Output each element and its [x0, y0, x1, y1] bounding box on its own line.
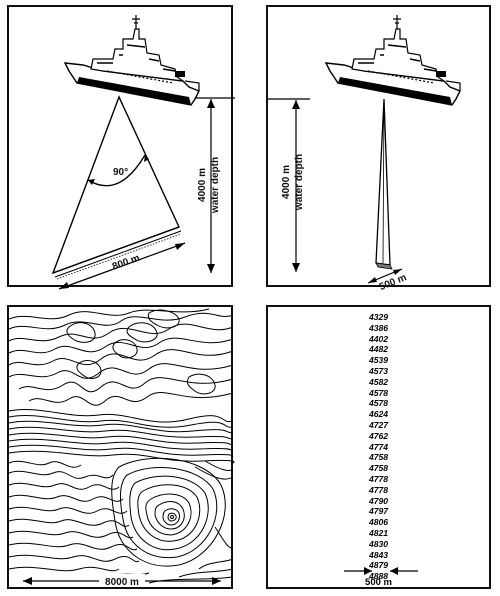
ship-icon: [324, 15, 461, 106]
depth-sounding: 4830: [368, 538, 389, 549]
contour-map-panel: 8000 m: [7, 305, 235, 589]
swath-width-line: [58, 242, 186, 290]
angle-arc: [87, 154, 146, 187]
multibeam-diagram: 90° 4000 m water depth 800 m: [51, 15, 235, 290]
depth-sounding: 4879: [368, 560, 389, 571]
depth-sounding: 4386: [368, 322, 389, 333]
depth-sounding: 4888: [368, 571, 389, 582]
depth-sounding: 4778: [368, 473, 389, 484]
depth-sounding: 4624: [368, 409, 389, 420]
depth-label: 4000 m: [197, 168, 208, 202]
contour-lines: [8, 308, 235, 584]
depth-sounding: 4329: [368, 312, 389, 322]
contour-map: 8000 m: [8, 308, 235, 588]
singlebeam-diagram: 4000 m water depth 500 m: [268, 15, 461, 293]
depth-sounding: 4758: [368, 452, 389, 463]
depth-sounding: 4806: [368, 517, 389, 528]
seafloor-hatch: [52, 226, 182, 280]
depth-sounding: 4402: [368, 333, 389, 344]
swath-label: 800 m: [111, 253, 142, 273]
depth-label: 4000 m: [281, 165, 292, 199]
depth-sounding: 4578: [368, 387, 389, 398]
depth-sublabel: water depth: [294, 154, 305, 211]
depth-sounding: 4582: [368, 376, 389, 387]
depth-sounding: 4778: [368, 484, 389, 495]
multibeam-panel: 90° 4000 m water depth 800 m: [7, 5, 235, 290]
footprint-label: 500 m: [378, 272, 409, 293]
depth-sounding: 4539: [368, 355, 389, 366]
beam-footprint: [375, 262, 393, 270]
depth-sublabel: water depth: [210, 157, 221, 214]
depth-sounding: 4762: [368, 430, 389, 441]
sounding-width-dimension: [344, 567, 418, 575]
depth-sounding: 4573: [368, 365, 389, 376]
depth-sounding: 4821: [368, 527, 389, 538]
depth-sounding: 4797: [368, 506, 389, 517]
depth-sounding: 4758: [368, 463, 389, 474]
seamount-contours: [111, 457, 226, 567]
depth-sounding: 4774: [368, 441, 389, 452]
sounding-width-label: 500 m: [365, 577, 392, 588]
singlebeam-panel: 4000 m water depth 500 m: [266, 5, 491, 293]
angle-label: 90°: [113, 167, 128, 178]
depth-sounding: 4843: [368, 549, 389, 560]
depth-sounding: 4482: [368, 344, 389, 355]
map-width-label: 8000 m: [105, 577, 139, 588]
ship-icon: [63, 15, 200, 106]
depth-sounding: 4727: [368, 419, 389, 430]
swath-fan: [51, 95, 180, 275]
depth-sounding: 4578: [368, 398, 389, 409]
depth-sounding: 4790: [368, 495, 389, 506]
